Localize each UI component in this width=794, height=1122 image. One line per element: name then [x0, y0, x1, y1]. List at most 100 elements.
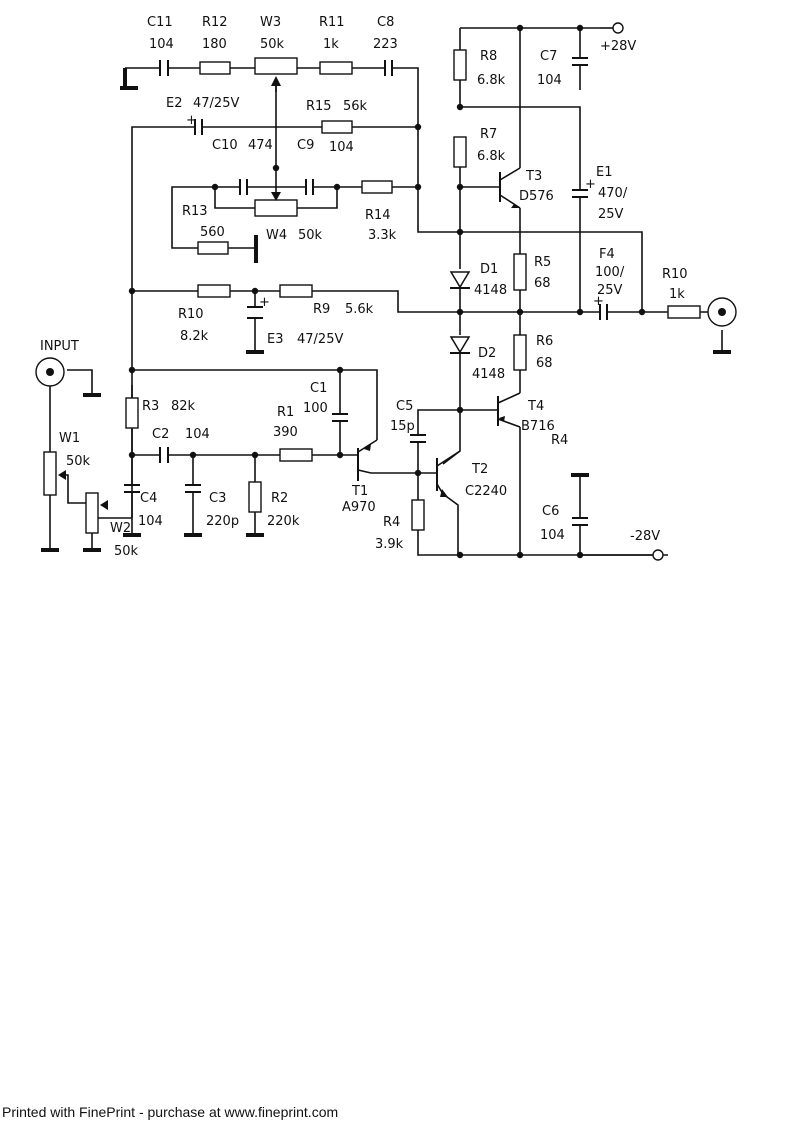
r14-resistor	[361, 180, 393, 194]
c2-label: C2	[152, 427, 169, 442]
c1-capacitor	[332, 413, 348, 422]
c10-capacitor	[239, 179, 248, 195]
e2-value: 47/25V	[193, 96, 239, 111]
r5-label: R5	[534, 255, 551, 270]
w4-label: W4	[266, 228, 287, 243]
c5-label: C5	[396, 399, 413, 414]
diodes	[449, 271, 471, 354]
r9-label: R9	[313, 302, 330, 317]
r12-value: 180	[202, 37, 227, 52]
w1-label: W1	[59, 431, 80, 446]
c6-label: C6	[542, 504, 559, 519]
r7-label: R7	[480, 127, 497, 142]
c11-label: C11	[147, 15, 173, 30]
positive-supply-label: +28V	[600, 39, 636, 54]
c10-value: 474	[248, 138, 273, 153]
r7-resistor	[453, 136, 467, 168]
r7-value: 6.8k	[477, 149, 506, 164]
c4-label: C4	[140, 491, 157, 506]
c8-label: C8	[377, 15, 394, 30]
r3-label: R3	[142, 399, 159, 414]
r8-label: R8	[480, 49, 497, 64]
e3-label: E3	[267, 332, 284, 347]
r14-label: R14	[365, 208, 391, 223]
potentiometers	[43, 57, 298, 534]
r6-label: R6	[536, 334, 553, 349]
c9-capacitor	[305, 179, 314, 195]
r10-value: 8.2k	[180, 329, 209, 344]
svg-text:+: +	[186, 113, 197, 128]
f4-label: F4	[599, 247, 615, 262]
d2-diode	[449, 336, 471, 354]
svg-text:+: +	[585, 177, 596, 192]
r1-resistor	[279, 448, 313, 462]
negative-supply-terminal	[652, 549, 664, 561]
negative-supply-label: -28V	[630, 529, 660, 544]
w1-value: 50k	[66, 454, 91, 469]
transistors	[355, 167, 521, 497]
positive-supply-terminal	[612, 22, 624, 34]
r11-label: R11	[319, 15, 345, 30]
c6-capacitor	[572, 517, 588, 526]
e3-value: 47/25V	[297, 332, 343, 347]
r12-resistor	[199, 61, 231, 75]
c6-value: 104	[540, 528, 565, 543]
w3-potentiometer	[254, 57, 298, 75]
c10-label: C10	[212, 138, 238, 153]
c3-label: C3	[209, 491, 226, 506]
r6-value: 68	[536, 356, 553, 371]
r1-label: R1	[277, 405, 294, 420]
r13-value: 560	[200, 225, 225, 240]
c9-value: 104	[329, 140, 354, 155]
d1-diode	[449, 271, 471, 289]
c11-capacitor	[159, 60, 169, 76]
r2-resistor	[248, 481, 262, 513]
e2-capacitor	[194, 119, 203, 135]
connectors	[35, 22, 737, 561]
c7-value: 104	[537, 73, 562, 88]
t4-r4-label: R4	[551, 433, 568, 448]
w4-value: 50k	[298, 228, 323, 243]
r4-value: 3.9k	[375, 537, 404, 552]
t3-label: T3	[525, 169, 542, 184]
f4-value-2: 25V	[597, 283, 623, 298]
t1-value: A970	[342, 500, 376, 515]
r5-resistor	[513, 253, 527, 291]
print-footer: Printed with FinePrint - purchase at www…	[2, 1104, 339, 1120]
w2-value: 50k	[114, 544, 139, 559]
svg-text:+: +	[259, 295, 270, 310]
r9-value: 5.6k	[345, 302, 374, 317]
e1-value-1: 470/	[598, 186, 628, 201]
input-label: INPUT	[40, 339, 79, 354]
ground-symbols	[41, 68, 731, 552]
r11-value: 1k	[323, 37, 339, 52]
f4-capacitor	[599, 304, 608, 320]
t2-label: T2	[471, 462, 488, 477]
d1-value: 4148	[474, 283, 507, 298]
r15-value: 56k	[343, 99, 368, 114]
r8-value: 6.8k	[477, 73, 506, 88]
r5-value: 68	[534, 276, 551, 291]
r4-label: R4	[383, 515, 400, 530]
t1-label: T1	[351, 484, 368, 499]
e2-label: E2	[166, 96, 183, 111]
w2-potentiometer	[85, 492, 99, 534]
w4-potentiometer	[254, 199, 298, 217]
d1-label: D1	[480, 262, 498, 277]
f4-value-1: 100/	[595, 265, 625, 280]
c3-value: 220p	[206, 514, 239, 529]
r15-label: R15	[306, 99, 332, 114]
c11-value: 104	[149, 37, 174, 52]
t2-value: C2240	[465, 484, 507, 499]
r6-resistor	[513, 334, 527, 371]
r10-output-value: 1k	[669, 287, 685, 302]
r1-value: 390	[273, 425, 298, 440]
w3-label: W3	[260, 15, 281, 30]
r14-value: 3.3k	[368, 228, 397, 243]
c1-value: 100	[303, 401, 328, 416]
w3-value: 50k	[260, 37, 285, 52]
c4-value: 104	[138, 514, 163, 529]
r11-resistor	[319, 61, 353, 75]
c8-capacitor	[384, 60, 393, 76]
